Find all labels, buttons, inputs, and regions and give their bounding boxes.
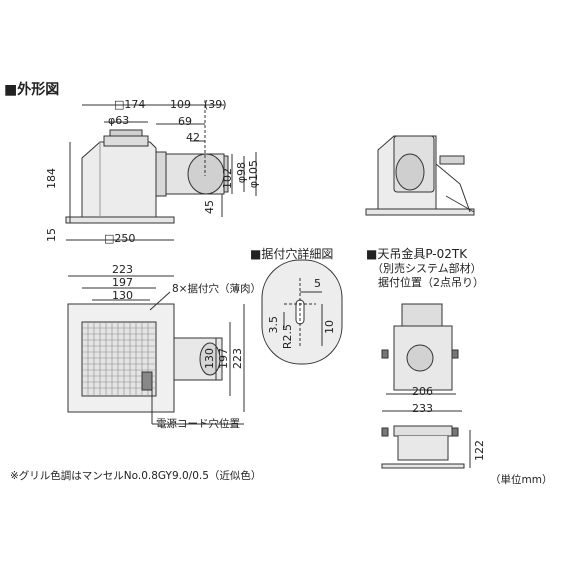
- dim-130-h: 130: [112, 289, 133, 302]
- hole-detail-drawing: [261, 259, 343, 365]
- bracket-drawing: [381, 303, 471, 469]
- front-view-drawing: [65, 100, 257, 241]
- dim-122: 122: [473, 440, 486, 461]
- dim-109: 109: [170, 98, 191, 111]
- hole-detail-title: ■据付穴詳細図: [250, 247, 334, 261]
- drawing-frame: □174 109 (39) φ63 69 42 184 15 102 φ98 φ…: [0, 72, 566, 494]
- dim-233: 233: [412, 402, 433, 415]
- dim-223-h: 223: [112, 263, 133, 276]
- dim-39: (39): [204, 98, 227, 111]
- dim-45: 45: [203, 200, 216, 214]
- dim-197-h: 197: [112, 276, 133, 289]
- dim-42: 42: [186, 131, 200, 144]
- hole-label: 8×据付穴（薄肉）: [172, 283, 261, 295]
- dim-105: φ105: [247, 160, 260, 189]
- dim-r2-5: R2.5: [281, 324, 294, 350]
- side-view-drawing: [365, 135, 475, 216]
- cord-label: 電源コード穴位置: [156, 418, 240, 430]
- bracket-sub2: 据付位置（2点吊り）: [378, 276, 484, 289]
- bracket-title: ■天吊金具P-02TK: [366, 247, 468, 261]
- dim-206: 206: [412, 385, 433, 398]
- dim-10: 10: [323, 320, 336, 334]
- bracket-sub1: （別売システム部材）: [372, 262, 482, 275]
- plan-view-drawing: [67, 275, 245, 425]
- outline-drawing: [65, 100, 475, 469]
- dim-69: 69: [178, 115, 192, 128]
- section-title: ■外形図: [4, 82, 60, 98]
- footnote: ※グリル色調はマンセルNo.0.8GY9.0/0.5（近似色）: [10, 470, 262, 482]
- unit-label: （単位mm）: [490, 474, 553, 486]
- dim-63: φ63: [108, 114, 130, 127]
- dim-174: □174: [114, 98, 146, 111]
- dim-3-5: 3.5: [267, 316, 280, 334]
- dim-223-v: 223: [231, 348, 244, 369]
- dim-15: 15: [45, 228, 58, 242]
- dim-250: □250: [104, 232, 136, 245]
- dim-5: 5: [314, 277, 321, 290]
- dim-102: 102: [221, 168, 234, 189]
- dim-184: 184: [45, 168, 58, 189]
- dim-130-v: 130: [203, 348, 216, 369]
- dim-197-v: 197: [217, 348, 230, 369]
